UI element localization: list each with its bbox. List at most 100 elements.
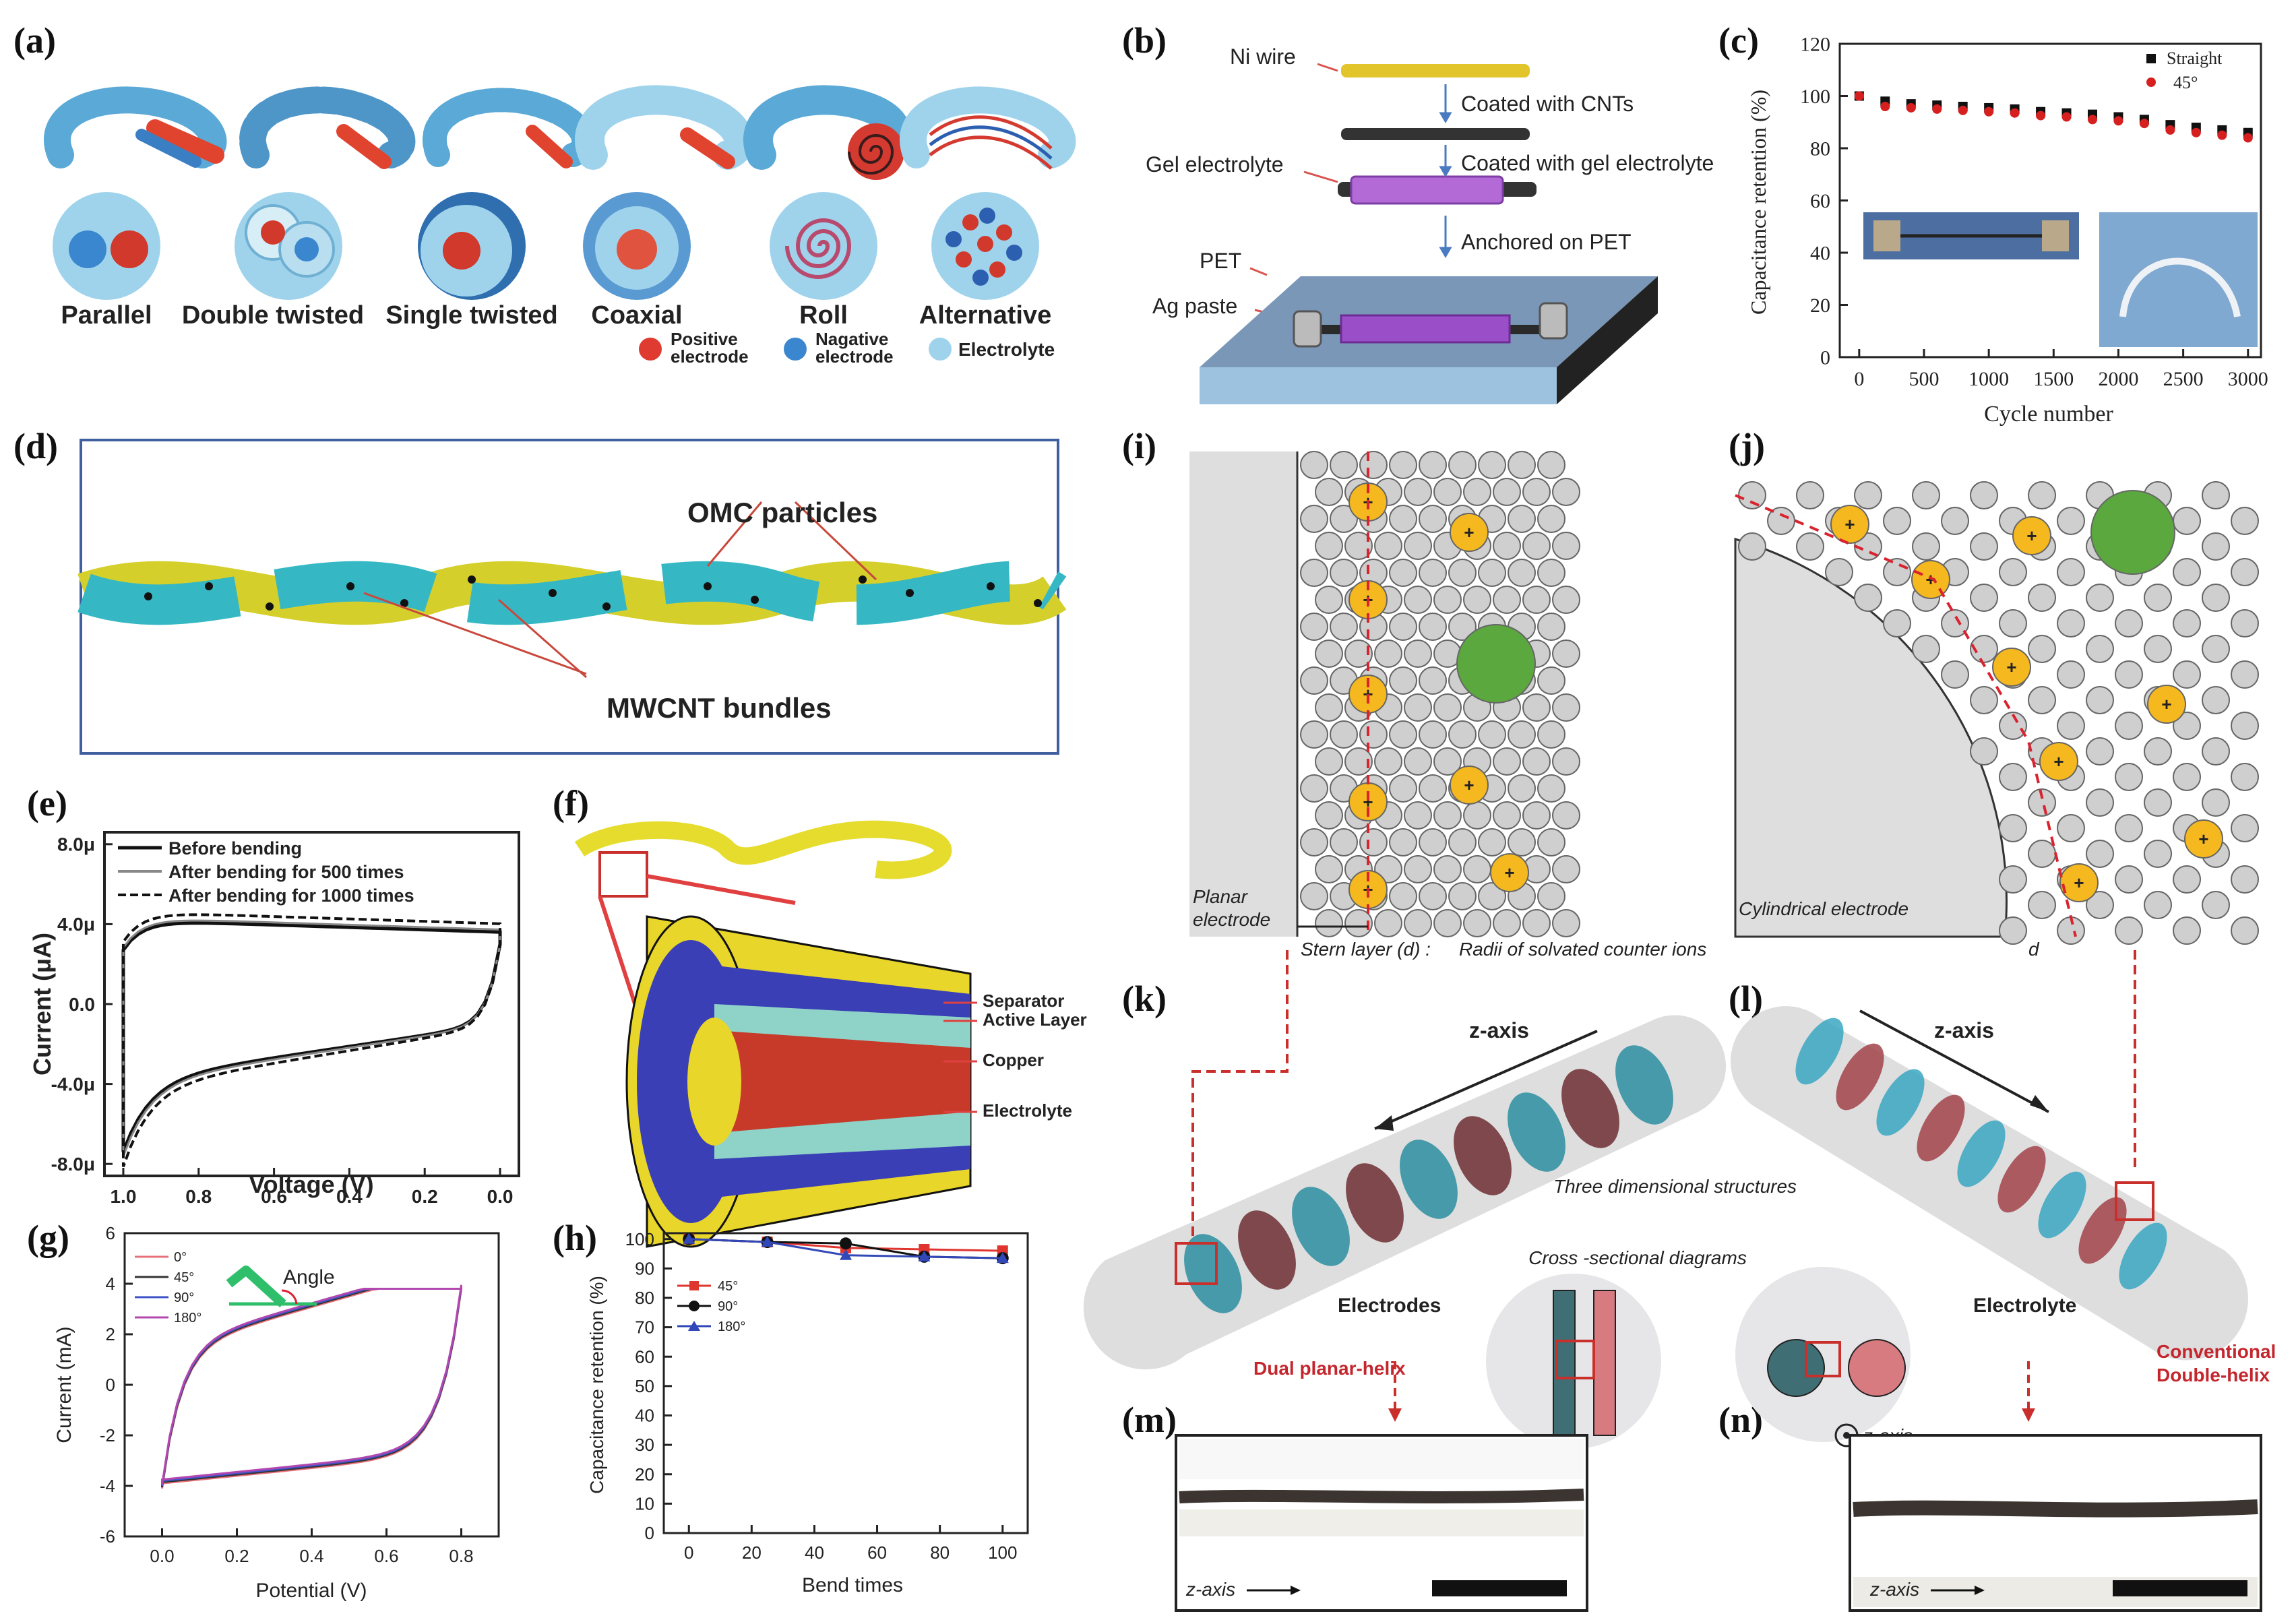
y-tick-label: 40 xyxy=(1810,243,1830,265)
legend-0deg: 0° xyxy=(174,1250,187,1265)
cv-45deg xyxy=(161,1287,462,1488)
y-tick-label: -4.0μ xyxy=(51,1073,95,1094)
x-tick-label: 0.4 xyxy=(336,1186,363,1207)
solvent-particle xyxy=(1738,481,1766,509)
legend-90deg: 90° xyxy=(718,1299,738,1314)
plus-sign: + xyxy=(2161,694,2171,714)
panel-letter-h: (h) xyxy=(553,1218,597,1258)
type-label-roll: Roll xyxy=(799,301,848,330)
solvent-particle xyxy=(2202,788,2230,817)
data-point-180deg xyxy=(761,1236,774,1247)
solvent-particle xyxy=(2144,737,2172,766)
y-tick-label: -2 xyxy=(100,1425,115,1445)
label-z-axis-n: z-axis xyxy=(1869,1579,1919,1600)
y-tick-label: 2 xyxy=(106,1324,115,1344)
chart-g-legend: 0° 45° 90° 180° xyxy=(135,1250,201,1325)
solvent-particle xyxy=(2057,660,2085,689)
cation xyxy=(2012,516,2051,555)
solvent-particle xyxy=(2086,584,2114,612)
parallel-fiber-sketch xyxy=(44,86,227,168)
legend-straight: Straight xyxy=(2167,49,2223,68)
solvent-particle xyxy=(1419,882,1447,910)
type-label-coaxial: Coaxial xyxy=(591,301,682,330)
solvent-particle xyxy=(1463,478,1491,506)
chart-e-frame xyxy=(103,831,520,1177)
solvent-particle xyxy=(1448,882,1477,910)
solvent-particle xyxy=(2086,737,2114,766)
solvent-particle xyxy=(1999,916,2027,945)
solvent-particle xyxy=(1941,660,1969,689)
legend-swatch-positive xyxy=(639,338,662,361)
legend-45: 45° xyxy=(2173,73,2198,92)
solvent-particle xyxy=(1552,640,1580,668)
solvent-particle xyxy=(2173,712,2201,740)
solvent-particle xyxy=(1854,481,1882,509)
solvent-particle xyxy=(1404,747,1432,776)
solvent-particle xyxy=(1315,909,1343,937)
solvent-particle xyxy=(2231,814,2259,842)
x-tick-label: 0.4 xyxy=(299,1546,323,1566)
panel-letter-j: (j) xyxy=(1729,426,1765,466)
label-mwcnt-bundles: MWCNT bundles xyxy=(607,692,832,724)
solvent-particle xyxy=(1433,801,1462,830)
solvent-particle xyxy=(1419,828,1447,856)
solvent-particle xyxy=(1404,693,1432,722)
angle-icon xyxy=(226,1266,317,1308)
label-cylindrical-electrode: Cylindrical electrode xyxy=(1739,898,1909,919)
solvent-particle xyxy=(1359,828,1388,856)
solvent-particle xyxy=(1738,532,1766,561)
x-tick-label: 40 xyxy=(805,1542,824,1563)
solvent-particle xyxy=(1552,693,1580,722)
device-on-pet xyxy=(1340,314,1511,344)
solvent-particle xyxy=(2231,609,2259,637)
plus-sign: + xyxy=(1363,792,1373,812)
solvent-particle xyxy=(1463,909,1491,937)
solvent-particle xyxy=(1330,613,1358,641)
y-tick-label: 0 xyxy=(645,1523,654,1543)
x-tick-label: 0.8 xyxy=(185,1186,212,1207)
legend-before-bending: Before bending xyxy=(168,838,302,859)
solvent-particle xyxy=(2028,481,2056,509)
solvent-particle xyxy=(1389,559,1417,587)
solvent-particle xyxy=(2202,481,2230,509)
solvent-particle xyxy=(1999,609,2027,637)
chart-g-xlabel: Potential (V) xyxy=(255,1580,367,1602)
y-tick-label: 10 xyxy=(635,1493,654,1514)
solvent-particle xyxy=(1374,909,1402,937)
plus-sign: + xyxy=(1844,514,1855,534)
solvent-particle xyxy=(2173,763,2201,791)
solvent-particle xyxy=(1537,559,1565,587)
label-cross-sectional: Cross -sectional diagrams xyxy=(1528,1247,1747,1268)
solvent-particle xyxy=(1493,747,1521,776)
label-d: d xyxy=(2028,939,2040,960)
x-tick-label: 0.2 xyxy=(224,1546,249,1566)
solvent-particle xyxy=(1508,828,1536,856)
solvent-particle xyxy=(1552,855,1580,883)
type-label-alternative: Alternative xyxy=(919,301,1051,330)
x-tick-label: 2000 xyxy=(2098,368,2138,390)
solvent-particle xyxy=(2028,788,2056,817)
solvent-particle xyxy=(1522,909,1551,937)
type-label-double-twisted: Double twisted xyxy=(182,301,364,330)
solvent-particle xyxy=(1404,586,1432,614)
solvent-particle xyxy=(1552,801,1580,830)
solvent-particle xyxy=(1999,763,2027,791)
y-tick-label: 80 xyxy=(635,1288,654,1308)
ag-paste-left xyxy=(1293,310,1322,348)
solvent-particle xyxy=(1300,613,1328,641)
solvent-particle xyxy=(1941,507,1969,535)
solvent-particle xyxy=(1433,586,1462,614)
anion xyxy=(2090,490,2175,575)
y-tick-label: 4.0μ xyxy=(57,914,95,935)
solvent-particle xyxy=(1315,640,1343,668)
label-separator: Separator xyxy=(983,991,1064,1011)
solvent-particle xyxy=(2202,737,2230,766)
label-planar-line2: electrode xyxy=(1193,909,1270,930)
x-tick-label: 2500 xyxy=(2163,368,2204,390)
helix-turn xyxy=(1957,1120,2006,1187)
panel-k-dual-planar-helix: z-axis Three dimensional structures Elec… xyxy=(1083,950,1797,1422)
legend-positive-line1: Positive xyxy=(671,329,738,349)
solvent-particle xyxy=(1389,720,1417,749)
zoom-box-k xyxy=(1175,1242,1218,1285)
